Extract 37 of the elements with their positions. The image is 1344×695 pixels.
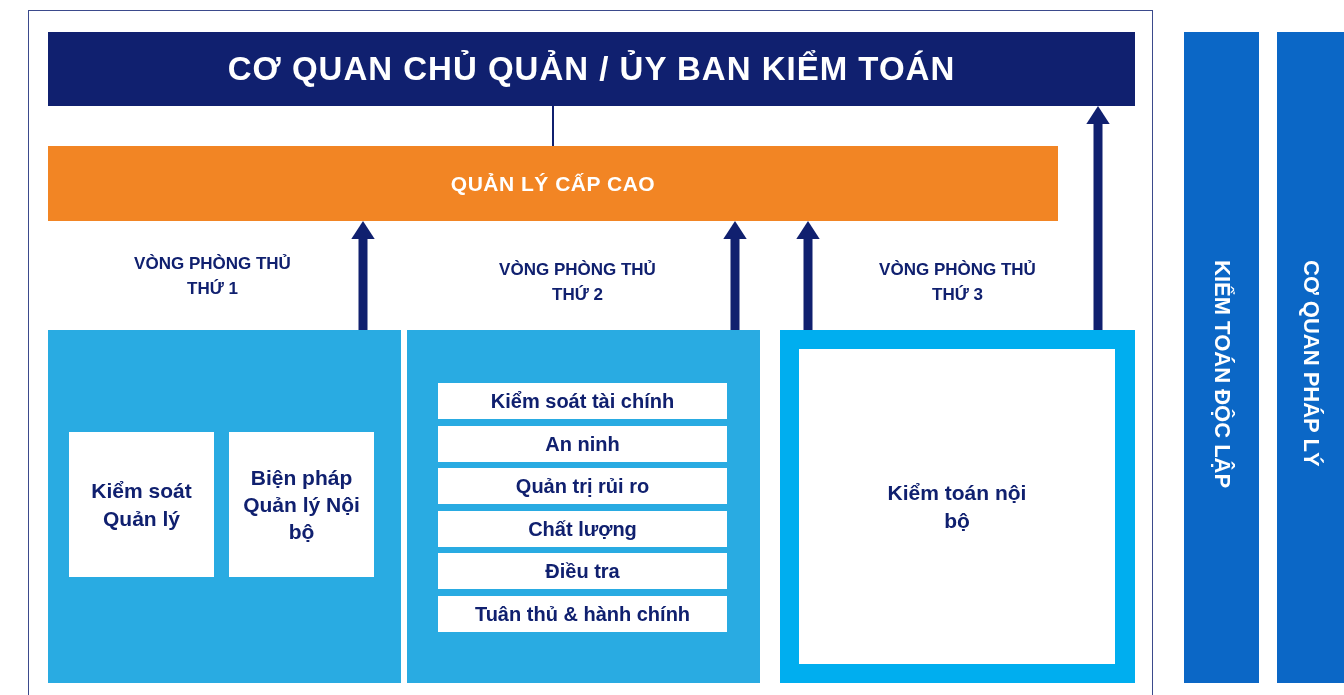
section-heading: VÒNG PHÒNG THỦ THỨ 2 bbox=[498, 259, 657, 306]
arrow bbox=[354, 221, 372, 330]
function-card bbox=[799, 349, 1115, 664]
function-row bbox=[438, 383, 727, 419]
card-label: Kiểm toán nội bộ bbox=[886, 480, 1028, 534]
function-row bbox=[438, 511, 727, 547]
title-banner bbox=[48, 32, 1135, 106]
side-bar bbox=[1277, 32, 1344, 683]
card-label: Kiểm soát Quản lý bbox=[90, 478, 193, 532]
defense-panel bbox=[407, 330, 760, 683]
banner-title: CƠ QUAN CHỦ QUẢN / ỦY BAN KIỂM TOÁN bbox=[227, 50, 956, 88]
section-heading: VÒNG PHÒNG THỦ THỨ 1 bbox=[133, 253, 292, 300]
row-label: An ninh bbox=[545, 432, 620, 456]
function-card bbox=[229, 432, 374, 577]
function-row bbox=[438, 596, 727, 632]
row-label: Kiểm soát tài chính bbox=[490, 389, 675, 413]
arrow bbox=[1089, 106, 1107, 330]
function-row bbox=[438, 553, 727, 589]
side-label: CƠ QUAN PHÁP LÝ bbox=[1297, 260, 1324, 467]
arrow bbox=[799, 221, 817, 330]
row-label: Điều tra bbox=[545, 559, 620, 583]
row-label: Quản trị rủi ro bbox=[515, 474, 650, 498]
defense-panel bbox=[780, 330, 1135, 683]
section-heading: VÒNG PHÒNG THỦ THỨ 3 bbox=[878, 259, 1037, 306]
function-row bbox=[438, 468, 727, 504]
side-bar bbox=[1184, 32, 1259, 683]
connector-line bbox=[552, 105, 554, 147]
side-label: KIỂM TOÁN ĐỘC LẬP bbox=[1208, 260, 1235, 489]
arrow bbox=[726, 221, 744, 330]
function-row bbox=[438, 426, 727, 462]
management-bar bbox=[48, 146, 1058, 221]
defense-panel bbox=[48, 330, 401, 683]
function-card bbox=[69, 432, 214, 577]
card-label: Biện pháp Quản lý Nội bộ bbox=[242, 464, 361, 546]
bar-label: QUẢN LÝ CẤP CAO bbox=[450, 171, 656, 196]
row-label: Tuân thủ & hành chính bbox=[474, 602, 691, 626]
row-label: Chất lượng bbox=[528, 517, 637, 541]
